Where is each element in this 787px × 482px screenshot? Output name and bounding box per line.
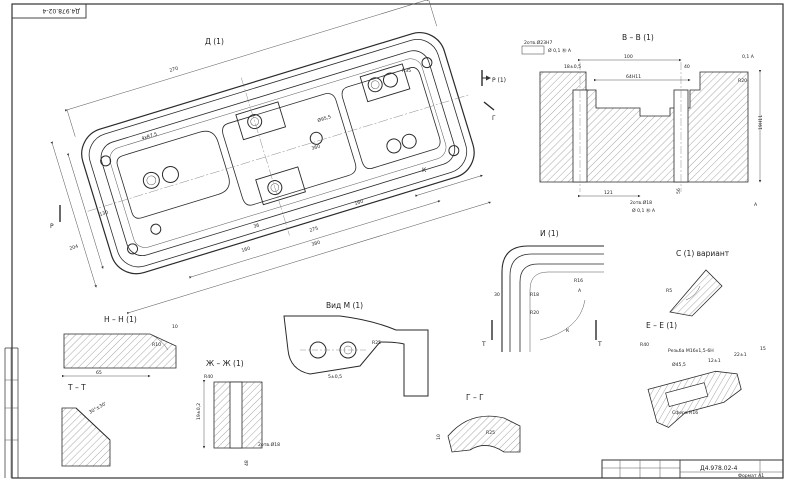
view-m	[283, 315, 429, 397]
left-margin-table	[4, 347, 19, 478]
dim-275: 275	[309, 226, 319, 234]
gg-r25: R25	[486, 430, 495, 436]
view-title-bb: В – В (1)	[622, 33, 654, 42]
section-zhzh	[202, 380, 263, 449]
bb-dim-19: 19Н11	[758, 115, 764, 130]
dim-160a: 160	[241, 246, 251, 254]
i-k: К	[566, 328, 570, 334]
dim-380: 380	[311, 240, 321, 248]
bb-datum-a: А	[754, 202, 758, 208]
title-block	[601, 459, 784, 479]
m-d5: 5±0,5	[328, 374, 342, 380]
bb-dim-121: 121	[604, 190, 613, 196]
gg-d10: 10	[436, 434, 442, 440]
bb-dim-40: 40	[684, 64, 690, 70]
view-title-zhzh: Ж – Ж (1)	[206, 359, 244, 368]
dim-360: 360	[311, 144, 321, 152]
i-d30: 30	[494, 292, 500, 298]
bb-tol1: 2отв.Ø23Н7	[524, 39, 552, 46]
section-bb	[521, 45, 762, 198]
svg-text:Р (1): Р (1)	[492, 77, 506, 84]
view-title-gg: Г – Г	[466, 393, 484, 402]
ee-sphere: Сфера R16	[672, 410, 698, 416]
bb-r20: R20	[738, 78, 747, 84]
bb-tol2: Ø 0,1 Ⓜ А	[548, 47, 572, 54]
view-title-i: И (1)	[540, 229, 559, 238]
ee-r40: R40	[640, 342, 649, 348]
dim-160b: 160	[354, 199, 364, 207]
i-r16: R16	[574, 278, 583, 284]
view-title-tt: Т – Т	[67, 383, 86, 392]
i-r18: R18	[530, 292, 539, 298]
zh-d19: 19±0,2	[196, 403, 202, 420]
section-mark-g: Г	[483, 101, 496, 122]
section-gg	[447, 415, 521, 453]
s-r5: R5	[666, 288, 672, 294]
section-tt	[61, 407, 111, 467]
zh-r40: R40	[204, 374, 213, 380]
dim-270: 270	[169, 66, 179, 74]
i-t-left: Т	[481, 341, 486, 348]
ee-d45: Ø45,5	[672, 361, 686, 368]
nn-r10: R10	[152, 342, 161, 348]
title-block-number: Д4.978.02-4	[700, 465, 738, 472]
i-r20: R20	[530, 310, 539, 316]
bb-dim-100: 100	[624, 54, 633, 60]
bb-dim-56: 56	[676, 188, 682, 194]
corner-stamp: Д4.978.02-4	[11, 3, 87, 19]
dim-595: Ø95,5	[317, 113, 332, 124]
dim-r35: R35	[402, 68, 411, 74]
view-title-ee: Е – Е (1)	[646, 321, 677, 330]
corner-stamp-text: Д4.978.02-4	[42, 7, 80, 14]
section-ee	[647, 370, 742, 428]
view-s-variant	[669, 269, 723, 317]
zh-tol: 2отв.Ø18	[258, 441, 280, 448]
ee-thread: Резьба М16х1,5-6Н	[668, 348, 714, 354]
bb-dim-64: 64Н11	[626, 74, 641, 80]
ee-d12: 12±1	[708, 358, 721, 364]
section-nn	[62, 333, 177, 378]
ee-d22: 22±1	[734, 352, 747, 358]
zh-d48: 48	[244, 460, 250, 466]
tt-angle: 30°±30'	[88, 401, 108, 416]
dim-130: 130	[99, 210, 109, 218]
main-view-d	[50, 0, 492, 315]
title-block-sheet: Формат А1	[738, 473, 764, 479]
m-r25: R25	[372, 340, 381, 346]
section-mark-p-right: Р (1)	[481, 70, 506, 86]
nn-d10: 10	[172, 324, 178, 330]
svg-text:Г: Г	[492, 115, 496, 122]
bb-flat: 0,1 А	[742, 54, 755, 60]
bb-tol4: Ø 0,1 Ⓜ А	[632, 207, 656, 214]
view-title-s: С (1) вариант	[676, 249, 730, 258]
svg-text:Р: Р	[50, 223, 54, 230]
dim-4xr7: 4хR7.5	[141, 131, 158, 141]
i-t-right: Т	[597, 341, 602, 348]
view-title-vid-m: Вид М (1)	[326, 301, 363, 310]
section-mark-k: К	[422, 167, 427, 174]
bb-dim-45: 18±0,5	[564, 64, 581, 70]
nn-d65: 65	[96, 370, 102, 376]
view-title-d: Д (1)	[205, 37, 224, 46]
dim-204: 204	[69, 244, 79, 252]
detail-i	[491, 245, 604, 352]
i-a: А	[578, 288, 582, 294]
view-title-nn: Н – Н (1)	[104, 315, 137, 324]
ee-d15: 15	[760, 346, 766, 352]
bb-tol3: 2отв.Ø18	[630, 199, 652, 206]
dim-36: 36	[253, 222, 260, 229]
section-mark-p-left: Р	[50, 205, 61, 230]
